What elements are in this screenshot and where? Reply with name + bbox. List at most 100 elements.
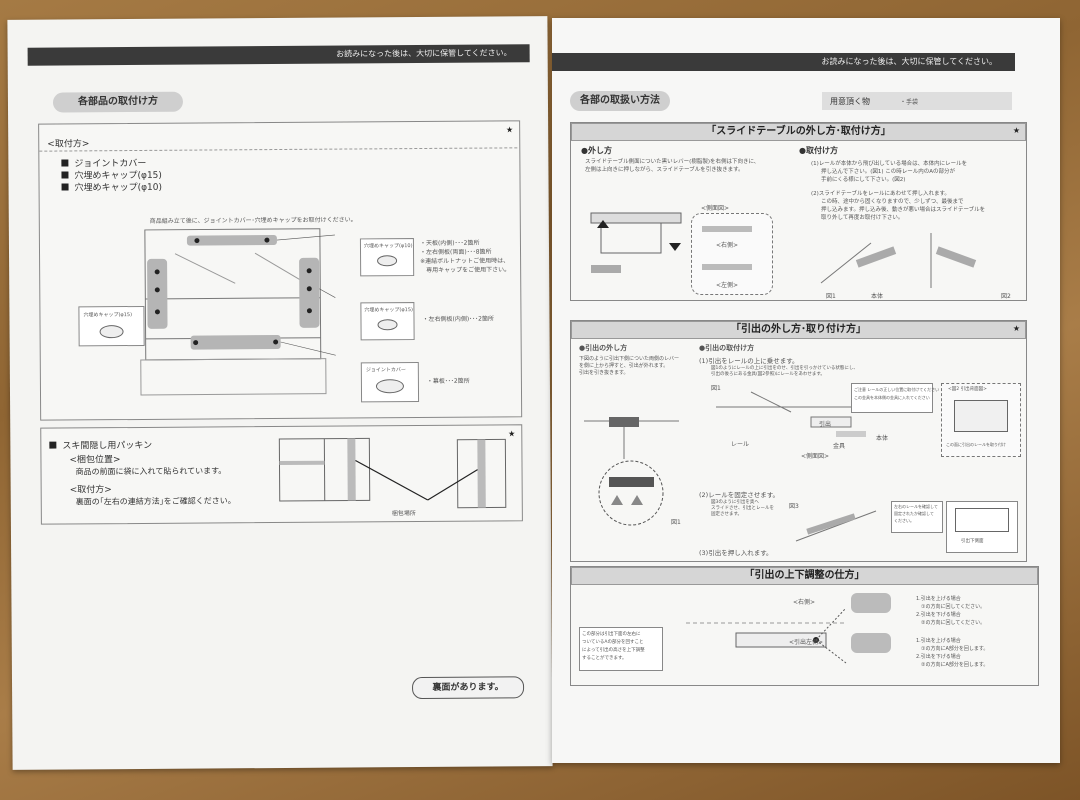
cap15-left-label: 穴埋めキャップ(φ15) <box>83 312 133 319</box>
install-divider <box>39 147 518 152</box>
adjust-left-note-1: 1.引出を上げる場合 <box>916 638 961 644</box>
adjust-right-note-2: ①の方向に回してください。 <box>921 604 986 610</box>
drawer-box: ｢引出の外し方･取り付け方｣ ★ ●引出の外し方 下図のように引出下側についた両… <box>570 320 1027 562</box>
cap10-note-1: ・天板(内側)･･･2箇所 <box>419 239 480 248</box>
cap15-left-callout: 穴埋めキャップ(φ15) <box>78 305 145 347</box>
cap15-icon <box>377 319 398 331</box>
adjust-right-note-3: 2.引出を下げる場合 <box>916 612 961 618</box>
side-view-label: <側面図> <box>701 205 730 212</box>
required-items-box: 用意頂く物 ・手袋 <box>822 92 1012 110</box>
cap10-note-4: 専用キャップをご使用下さい。 <box>426 266 511 274</box>
slide-fig2: 図2 <box>1001 293 1011 300</box>
adjust-note-2: ついているAの部分を回すこと <box>582 640 644 645</box>
right-header-note: お読みになった後は、大切に保管してください。 <box>821 57 997 66</box>
slide-install-text-4: (2)スライドテーブルをレールにあわせて押し入れます。 <box>811 191 950 197</box>
fig3-note-box: 左右のレールを確認して 固定されたか確認して ください。 <box>891 501 943 533</box>
drawer-step1-text-1: 図1のようにレールの上に引出をのせ、引出を引っかけている状態にし、 <box>711 366 858 371</box>
back-page-button[interactable]: 裏面があります。 <box>411 676 525 700</box>
caution-note-1: ご注意 レールの正しい位置に取付けてください <box>854 387 940 392</box>
packing-position-heading: <梱包位置> <box>69 455 121 466</box>
side-left-label: <左側> <box>716 282 739 289</box>
cap15-label: 穴埋めキャップ(φ15) <box>364 307 414 314</box>
drawer-remove-diagram <box>584 417 679 526</box>
packing-title: スキ間隠し用パッキン <box>62 440 153 452</box>
slide-fig1: 図1 <box>826 293 836 300</box>
drawer-remove-text-2: を側に上から押すと、引出が外れます。 <box>579 363 669 369</box>
drawer-bottom-note: この面に引出のレールを取り付け <box>946 442 1006 447</box>
bullet-square <box>61 159 69 167</box>
adjust-right-label: <右側> <box>793 599 816 606</box>
cap15-callout: 穴埋めキャップ(φ15) <box>360 302 415 341</box>
fig3-note-2: 固定されたか確認して <box>894 511 934 516</box>
slide-title-bar: ｢スライドテーブルの外し方･取付け方｣ <box>571 123 1026 141</box>
caution-box: ご注意 レールの正しい位置に取付けてください この金具を本体側の金具に入れてくだ… <box>851 383 939 413</box>
adjust-diagram <box>686 607 847 664</box>
packing-box: ★ スキ間隠し用パッキン <梱包位置> 商品の前面に袋に入れて貼られています。 … <box>40 424 523 525</box>
rear-view-label: 引出下側面 <box>961 539 984 544</box>
slide-install-text-5: この時、途中から固くなりますので、少しずつ、最後まで <box>821 199 964 205</box>
bullet-square <box>61 171 69 179</box>
drawer-fig3: 図3 <box>789 503 799 510</box>
fig3-note-1: 左右のレールを確認して <box>894 504 938 509</box>
adjust-note-3: によって引出の高さを上下調整 <box>582 648 645 653</box>
install-star: ★ <box>505 125 514 135</box>
back-page-label: 裏面があります。 <box>432 682 504 693</box>
slide-remove-text-1: スライドテーブル側面についた黒いレバー(樹脂製)を右側は下向きに、 <box>585 159 760 165</box>
side-left-rail <box>702 264 752 270</box>
packing-diagram <box>278 437 507 509</box>
drawer-title-bar: ｢引出の外し方･取り付け方｣ <box>571 321 1026 339</box>
caution-note-2: この金具を本体側の金具に入れてください <box>854 395 930 400</box>
cap15-note: ・左右側板(内側)･･･2箇所 <box>422 315 495 324</box>
right-instruction-sheet: お読みになった後は、大切に保管してください。 各部の取扱い方法 用意頂く物 ・手… <box>552 18 1060 763</box>
drawer-step2-text-2: スライドさせ、引出とレールを <box>711 506 774 511</box>
part-item: 穴埋めキャップ(φ10) <box>61 180 163 194</box>
bullet-square <box>61 183 69 191</box>
hardware-label: 金具 <box>833 443 846 450</box>
slide-install-text-2: 押し込んで下さい。(図1) この時レール内のAの部分が <box>821 169 956 175</box>
cap15-left-icon <box>99 325 124 339</box>
slide-remove-text-2: 左側は上向きに押しながら、スライドテーブルを引き抜きます。 <box>585 167 744 173</box>
rear-view-shape <box>955 508 1009 532</box>
adjuster-left-icon <box>851 633 891 653</box>
drawer-step2: (2)レールを固定させます。 <box>699 491 780 499</box>
part-label: 穴埋めキャップ(φ10) <box>74 182 163 194</box>
side-view-box: <右側> <左側> <box>691 213 773 295</box>
left-header-note: お読みになった後は、大切に保管してください。 <box>336 48 512 59</box>
drawer-remove-text-3: 引出を引き抜きます。 <box>579 370 629 376</box>
left-section-title: 各部品の取付け方 <box>52 91 184 113</box>
rear-view-box: 引出下側面 <box>946 501 1018 553</box>
joint-icon <box>375 379 405 394</box>
required-items-value: ・手袋 <box>900 99 919 106</box>
right-section-title: 各部の取扱い方法 <box>570 91 670 111</box>
slide-install-text-3: 手前にくる様にして下さい。(図2) <box>821 177 906 183</box>
slide-install-text-1: (1)レールが本体から飛び出している場合は、本体内にレールを <box>811 161 968 167</box>
adjust-right-note-4: ②の方向に回してください。 <box>921 620 986 626</box>
drawer-star: ★ <box>1012 324 1020 333</box>
drawer-step2-text-1: 図3のように引出を奥へ <box>711 500 759 505</box>
joint-label: ジョイントカバー <box>365 367 406 374</box>
drawer-rail-diagram <box>716 391 866 437</box>
slide-remove-diagram <box>590 212 682 273</box>
drawer-step1-text-2: 引出の後ろにある金具(図2参照)にレールをあわせます。 <box>711 372 825 377</box>
side-right-label: <右側> <box>716 242 739 249</box>
packing-install-text: 裏面の｢左右の連結方法｣をご確認ください。 <box>75 496 236 507</box>
adjuster-right-icon <box>851 593 891 613</box>
slide-install-text-7: 取り外して再度お取付け下さい。 <box>821 215 904 221</box>
slide-install-heading: ●取付け方 <box>799 146 838 155</box>
adjust-box: ｢引出の上下調整の仕方｣ この部分は引出下面の左右に ついているAの部分を回すこ… <box>570 566 1039 686</box>
adjust-right-note-1: 1.引出を上げる場合 <box>916 596 961 602</box>
adjust-note-box: この部分は引出下面の左右に ついているAの部分を回すこと によって引出の高さを上… <box>579 627 663 671</box>
drawer-back-shape <box>954 400 1008 432</box>
slide-remove-heading: ●外し方 <box>581 146 612 155</box>
slide-install-text-6: 押し込みます。押し込み後、動きが悪い場合はスライドテーブルを <box>821 207 986 213</box>
adjust-note-4: することができます。 <box>582 656 627 661</box>
drawer-step1: (1)引出をレールの上に乗せます。 <box>699 357 799 365</box>
slide-title: ｢スライドテーブルの外し方･取付け方｣ <box>711 126 886 137</box>
slide-table-box: ｢スライドテーブルの外し方･取付け方｣ ★ ●外し方 スライドテーブル側面につい… <box>570 122 1027 301</box>
install-box: <取付方> ★ ジョイントカバー 穴埋めキャップ(φ15) 穴埋めキャップ(φ1… <box>38 120 523 421</box>
adjust-left-label: <引出左側> <box>789 639 824 646</box>
joint-note: ・幕板･･･2箇所 <box>426 377 470 385</box>
adjust-left-note-2: ①の方向にA部分を回します。 <box>921 646 989 652</box>
slide-body-label: 本体 <box>871 293 884 300</box>
packing-location-label: 梱包場所 <box>391 510 416 518</box>
